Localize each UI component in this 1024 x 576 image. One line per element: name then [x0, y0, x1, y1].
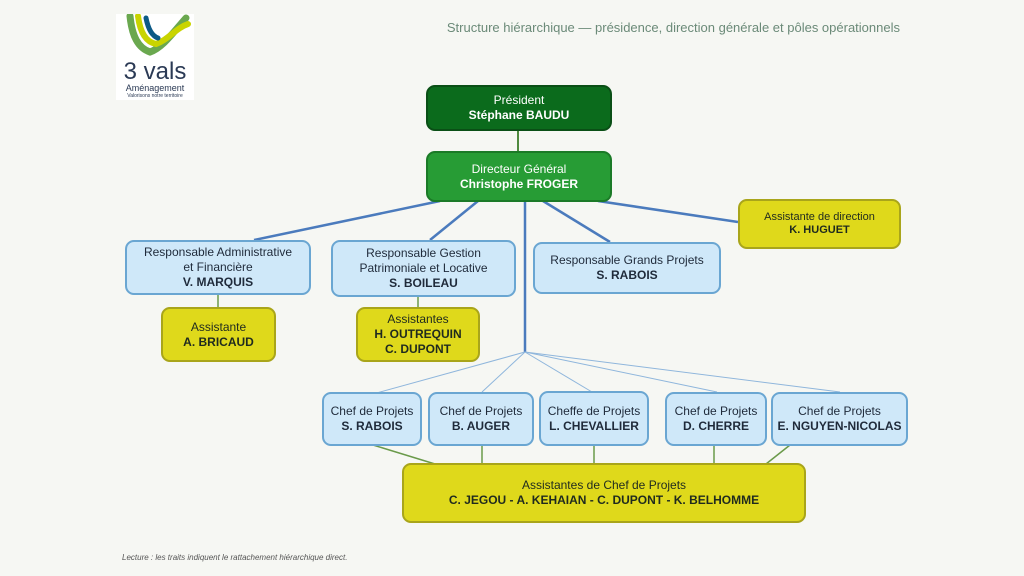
rgpl-role-line1: Responsable Gestion: [366, 246, 481, 260]
chef-projet-box-5: Chef de Projets E. NGUYEN-NICOLAS: [771, 392, 908, 446]
chef-name: D. CHERRE: [682, 419, 749, 433]
president-role: Président: [493, 93, 545, 107]
chef-projet-box-2: Chef de Projets B. AUGER: [428, 392, 534, 446]
assistante-direction-role: Assistante de direction: [764, 211, 875, 223]
assistante-raf-role: Assistante: [190, 319, 247, 334]
chef-role: Chef de Projets: [674, 404, 758, 418]
connector-hub-chef3: [524, 351, 593, 393]
rgpl-box: Responsable Gestion Patrimoniale et Loca…: [331, 240, 516, 297]
assistante-raf-name: A. BRICAUD: [183, 334, 254, 349]
chef-name: L. CHEVALLIER: [549, 418, 639, 433]
rgpl-name: S. BOILEAU: [389, 276, 458, 290]
assistante-raf-box: Assistante A. BRICAUD: [161, 307, 276, 362]
connector-hub-chef1: [372, 351, 526, 395]
assistantes-rgpl-name2: C. DUPONT: [385, 342, 451, 356]
assistante-direction-name: K. HUGUET: [789, 224, 850, 236]
company-logo: 3 vals Aménagement Valorisons notre terr…: [116, 14, 194, 100]
rgp-name: S. RABOIS: [596, 268, 658, 282]
assistantes-chefs-box: Assistantes de Chef de Projets C. JEGOU …: [402, 463, 806, 523]
chef-projet-box-3: Cheffe de Projets L. CHEVALLIER: [539, 391, 649, 446]
chef-name: B. AUGER: [451, 419, 511, 433]
connector-dg-assistante-direction: [597, 199, 739, 224]
footnote: Lecture : les traits indiquent le rattac…: [122, 553, 348, 562]
raf-role-line1: Responsable Administrative: [143, 245, 293, 259]
connector-hub-chef5: [524, 351, 841, 393]
connector-hub-chef2: [481, 351, 526, 393]
chef-projet-box-1: Chef de Projets S. RABOIS: [322, 392, 422, 446]
rgp-box: Responsable Grands Projets S. RABOIS: [533, 242, 721, 294]
assistantes-rgpl-box: Assistantes H. OUTREQUIN C. DUPONT: [356, 307, 480, 362]
raf-role-line2: et Financière: [183, 260, 253, 274]
director-role: Directeur Général: [471, 161, 567, 176]
connector-chef5-assistantes: [765, 444, 791, 465]
chef-role: Chef de Projets: [798, 404, 881, 418]
page-title: Structure hiérarchique — présidence, dir…: [446, 20, 900, 35]
logo-text: 3 vals Aménagement Valorisons notre terr…: [116, 60, 194, 100]
connector-dg-rgp: [542, 199, 611, 244]
connector-dg-raf: [253, 199, 441, 242]
logo-tagline: Valorisons notre territoire: [127, 93, 183, 99]
chef-role: Cheffe de Projets: [547, 403, 641, 418]
assistantes-rgpl-role: Assistantes: [387, 312, 449, 326]
rgp-role: Responsable Grands Projets: [550, 253, 704, 267]
director-box: Directeur Général Christophe FROGER: [426, 151, 612, 202]
assistantes-chefs-role: Assistantes de Chef de Projets: [521, 478, 687, 492]
rgpl-role-line2: Patrimoniale et Locative: [359, 261, 488, 275]
connector-chef1-assistantes: [372, 444, 436, 465]
assistante-direction-box: Assistante de direction K. HUGUET: [738, 199, 901, 249]
director-name: Christophe FROGER: [459, 176, 578, 191]
connector-hub-chef4: [524, 351, 718, 393]
chef-name: E. NGUYEN-NICOLAS: [777, 419, 902, 433]
chef-role: Chef de Projets: [439, 404, 523, 418]
chef-projet-box-4: Chef de Projets D. CHERRE: [665, 392, 767, 446]
raf-name: V. MARQUIS: [182, 275, 254, 289]
assistantes-chefs-names: C. JEGOU - A. KEHAIAN - C. DUPONT - K. B…: [448, 493, 760, 507]
logo-mark-icon: [126, 14, 191, 56]
raf-box: Responsable Administrative et Financière…: [125, 240, 311, 295]
connector-dg-rgpl: [429, 200, 479, 241]
president-box: Président Stéphane BAUDU: [426, 85, 612, 131]
assistantes-rgpl-name1: H. OUTREQUIN: [374, 327, 462, 341]
chef-name: S. RABOIS: [341, 419, 403, 433]
logo-subtitle: Aménagement: [125, 83, 185, 93]
chef-role: Chef de Projets: [330, 404, 414, 418]
president-name: Stéphane BAUDU: [468, 108, 570, 122]
logo-name: 3 vals: [123, 58, 187, 85]
